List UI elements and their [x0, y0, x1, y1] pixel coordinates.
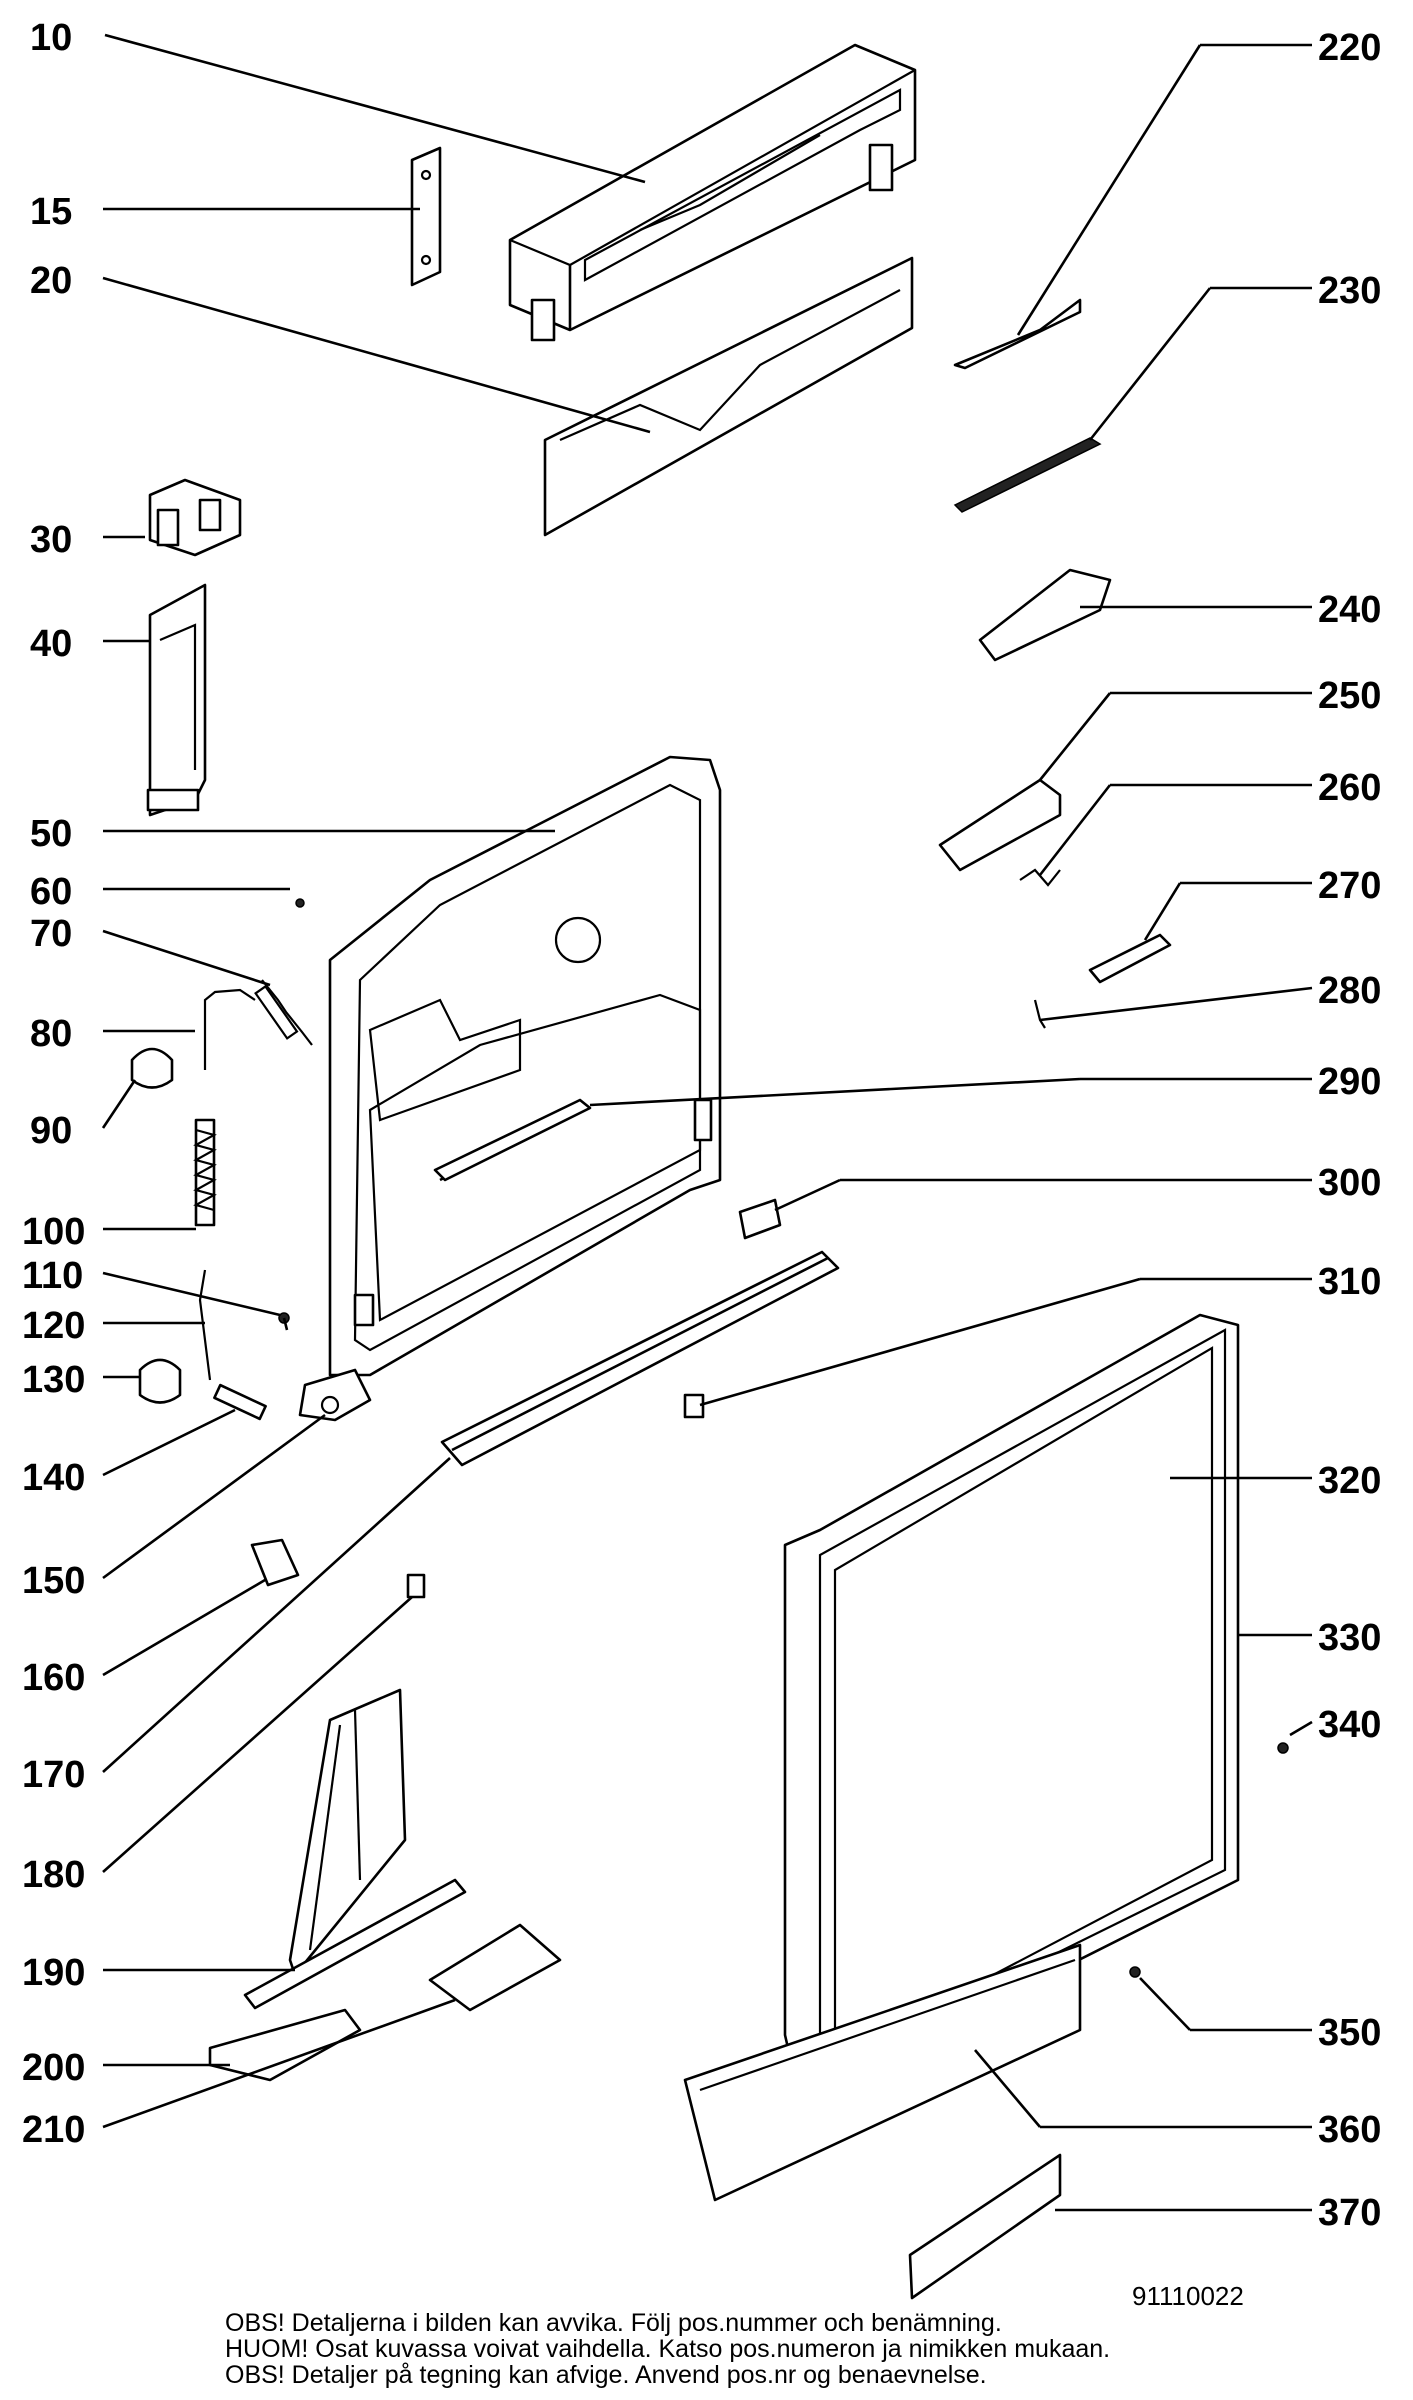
note-finnish: HUOM! Osat kuvassa voivat vaihdella. Kat…: [225, 2335, 1110, 2363]
part-140-pin: [213, 1383, 267, 1421]
part-360-kick-plate: [683, 1943, 1082, 2202]
label-320: 320: [1318, 1460, 1381, 1502]
label-270: 270: [1318, 865, 1381, 907]
disclaimer-notes: OBS! Detaljerna i bilden kan avvika. Föl…: [225, 2309, 1110, 2389]
label-160: 160: [22, 1657, 85, 1699]
left-labels: 10 15 20 30 40 50 60 70 80 90 100 110 12…: [22, 17, 85, 2151]
part-340-screw: [1277, 1742, 1289, 1754]
part-250-hinge-cover: [938, 778, 1062, 872]
label-250: 250: [1318, 675, 1381, 717]
part-300-block: [738, 1198, 782, 1240]
part-280-pin: [1033, 999, 1046, 1029]
part-50-inner-door: [328, 755, 722, 1377]
label-50: 50: [30, 813, 72, 855]
label-210: 210: [22, 2109, 85, 2151]
label-120: 120: [22, 1305, 85, 1347]
label-90: 90: [30, 1110, 72, 1152]
part-20-panel-insert: [543, 256, 914, 537]
label-280: 280: [1318, 970, 1381, 1012]
label-15: 15: [30, 191, 72, 233]
part-30-latch: [148, 478, 242, 557]
label-340: 340: [1318, 1704, 1381, 1746]
part-130-cap: [138, 1358, 182, 1404]
part-15-bracket: [410, 146, 442, 287]
part-260-spring-clip: [1019, 868, 1061, 887]
label-10: 10: [30, 17, 72, 59]
part-350-screw: [1129, 1966, 1141, 1978]
drawing-code: 91110022: [1132, 2281, 1244, 2311]
part-310-clip: [683, 1393, 705, 1419]
label-70: 70: [30, 913, 72, 955]
label-350: 350: [1318, 2012, 1381, 2054]
part-90-cap: [130, 1047, 174, 1089]
label-360: 360: [1318, 2109, 1381, 2151]
part-60-screw: [295, 898, 305, 908]
leader-lines: [101, 33, 1313, 2212]
label-20: 20: [30, 260, 72, 302]
part-290-support-rail: [433, 1098, 592, 1182]
part-200-foot-bracket: [208, 2008, 362, 2082]
label-180: 180: [22, 1854, 85, 1896]
label-130: 130: [22, 1359, 85, 1401]
label-140: 140: [22, 1457, 85, 1499]
label-100: 100: [22, 1211, 85, 1253]
label-110: 110: [22, 1255, 83, 1297]
right-labels: 220 230 240 250 260 270 280 290 300 310 …: [1318, 27, 1381, 2234]
label-60: 60: [30, 871, 72, 913]
label-290: 290: [1318, 1061, 1381, 1103]
label-80: 80: [30, 1013, 72, 1055]
note-norwegian: OBS! Detaljer på tegning kan afvige. Anv…: [225, 2361, 987, 2389]
part-220-plug: [953, 298, 1082, 370]
part-370-strip: [908, 2153, 1062, 2300]
label-260: 260: [1318, 767, 1381, 809]
label-170: 170: [22, 1754, 85, 1796]
part-270-guide: [1088, 933, 1172, 984]
part-230-strip: [953, 437, 1102, 513]
part-170-rail: [440, 1250, 840, 1467]
label-310: 310: [1318, 1261, 1381, 1303]
part-10-control-panel-frame: [508, 43, 917, 342]
label-190: 190: [22, 1952, 85, 1994]
note-swedish: OBS! Detaljerna i bilden kan avvika. Föl…: [225, 2309, 1002, 2337]
part-120-cord: [198, 1269, 212, 1381]
label-240: 240: [1318, 589, 1381, 631]
label-220: 220: [1318, 27, 1381, 69]
label-40: 40: [30, 623, 72, 665]
label-330: 330: [1318, 1617, 1381, 1659]
part-190-support-frame: [243, 1688, 467, 2010]
label-300: 300: [1318, 1162, 1381, 1204]
part-70-spring: [254, 979, 313, 1046]
label-150: 150: [22, 1560, 85, 1602]
label-30: 30: [30, 519, 72, 561]
part-110-screw: [278, 1312, 290, 1331]
label-200: 200: [22, 2047, 85, 2089]
part-40-long-bracket: [146, 583, 207, 817]
part-180-small-part: [406, 1573, 426, 1599]
part-100-tension-spring: [193, 1118, 217, 1227]
part-160-clip: [250, 1538, 300, 1587]
part-150-hinge: [298, 1368, 372, 1422]
part-240-latch-holder: [978, 568, 1112, 662]
label-230: 230: [1318, 270, 1381, 312]
part-80-cable: [203, 988, 256, 1070]
part-210-foot-bracket: [428, 1923, 562, 2012]
label-370: 370: [1318, 2192, 1381, 2234]
